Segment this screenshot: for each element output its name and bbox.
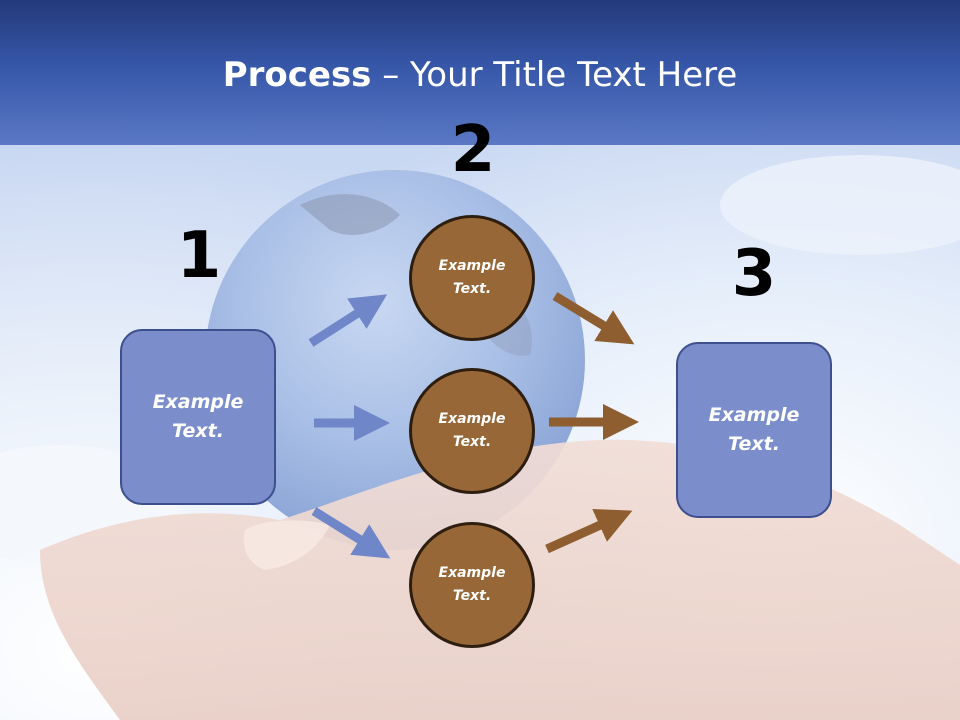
arrow-down-right-brown <box>552 292 635 345</box>
thumbnail-shape <box>243 520 330 570</box>
step-number-3: 3 <box>731 237 777 311</box>
left-step-box: Example Text. <box>120 329 276 505</box>
circle-middle: Example Text. <box>409 368 535 494</box>
left-step-label: Example Text. <box>152 391 244 442</box>
right-step-label: Example Text. <box>708 404 800 455</box>
title-rest: – Your Title Text Here <box>371 55 738 95</box>
step-number-2: 2 <box>450 113 496 187</box>
step-number-1: 1 <box>176 219 222 293</box>
title-bar <box>0 0 960 145</box>
title-bold: Process <box>222 55 372 95</box>
arrow-up-right-brown <box>545 508 633 554</box>
right-step-box: Example Text. <box>676 342 832 518</box>
circle-bottom-label: Example Text. <box>438 565 506 604</box>
arrow-down-right-blue <box>311 507 391 559</box>
circle-top-label: Example Text. <box>438 258 506 297</box>
slide-title: Process – Your Title Text Here <box>0 55 960 95</box>
circle-top: Example Text. <box>409 215 535 341</box>
cloud-shape <box>720 155 960 255</box>
circle-middle-label: Example Text. <box>438 411 506 450</box>
arrow-up-right-blue <box>308 294 388 347</box>
circle-bottom: Example Text. <box>409 522 535 648</box>
globe-landmass <box>300 194 400 235</box>
